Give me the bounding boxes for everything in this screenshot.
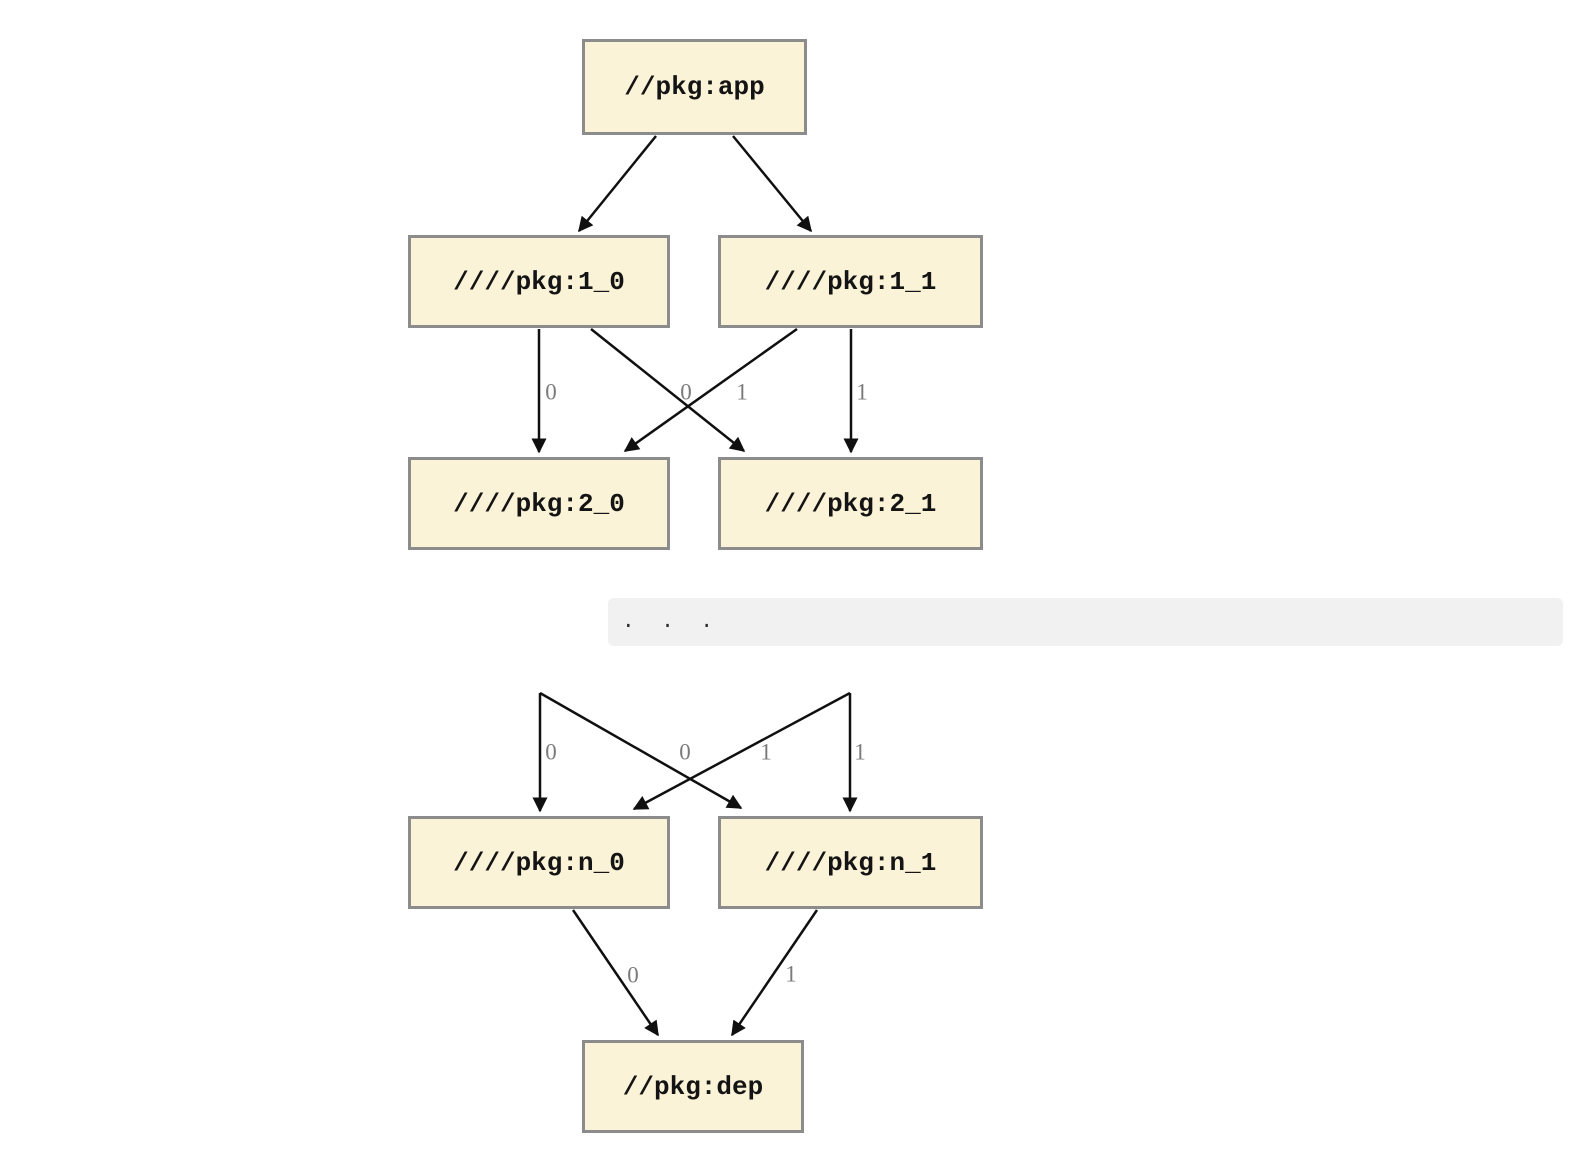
node-v2_1: ////pkg:2_1 <box>718 457 983 550</box>
node-vn_1: ////pkg:n_1 <box>718 816 983 909</box>
node-v1_0: ////pkg:1_0 <box>408 235 670 328</box>
node-dep: //pkg:dep <box>582 1040 804 1133</box>
edge-v1_0-v2_1 <box>590 328 746 452</box>
edge-label-ellipsis-vn_1: 1 <box>854 739 866 765</box>
node-app: //pkg:app <box>582 39 807 135</box>
node-vn_0: ////pkg:n_0 <box>408 816 670 909</box>
edge-v1_1-v2_0 <box>623 327 798 453</box>
edge-label-v1_0-v2_0: 0 <box>545 379 557 405</box>
edge-label-vn_1-dep: 1 <box>785 961 797 987</box>
ellipsis-dots: . . . <box>622 610 721 634</box>
edge-app-v1_0 <box>578 135 657 233</box>
edge-label-ellipsis-vn_0: 0 <box>679 739 691 765</box>
ellipsis-band: . . . <box>608 598 1563 646</box>
edge-label-vn_0-dep: 0 <box>627 962 639 988</box>
edge-ellipsis-vn_1 <box>539 691 743 810</box>
edge-vn_0-dep <box>571 909 660 1037</box>
node-v1_1: ////pkg:1_1 <box>718 235 983 328</box>
edge-ellipsis-vn_0 <box>632 691 851 811</box>
edge-vn_1-dep <box>730 909 819 1037</box>
edge-label-v1_1-v2_0: 0 <box>680 379 692 405</box>
edge-label-ellipsis-vn_1: 1 <box>760 739 772 765</box>
edge-label-v1_1-v2_1: 1 <box>856 379 868 405</box>
node-v2_0: ////pkg:2_0 <box>408 457 670 550</box>
edge-app-v1_1 <box>732 135 812 233</box>
edge-label-v1_0-v2_1: 1 <box>736 379 748 405</box>
edge-label-ellipsis-vn_0: 0 <box>545 739 557 765</box>
